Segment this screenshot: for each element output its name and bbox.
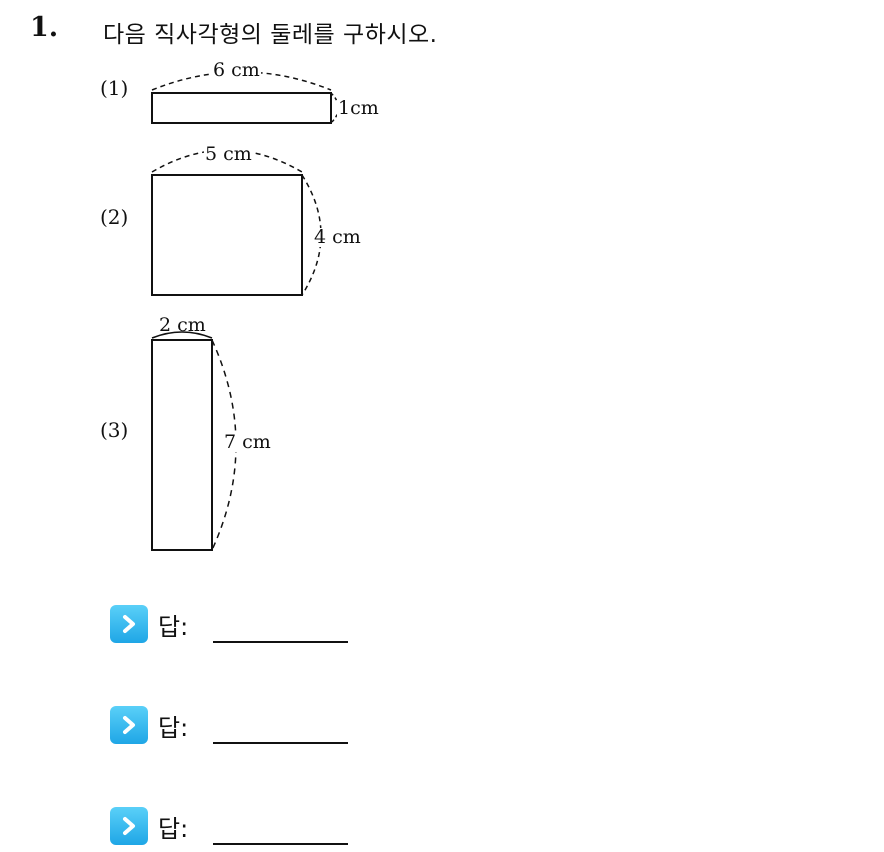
answer-blank[interactable] — [213, 843, 348, 845]
problem-1-width-label: 6 cm — [212, 59, 261, 81]
rectangle-3-width-arc — [151, 331, 213, 339]
problem-2-width-label: 5 cm — [204, 143, 253, 165]
rectangle-3-height-arc — [211, 339, 237, 551]
answer-blank[interactable] — [213, 742, 348, 744]
answer-blank[interactable] — [213, 641, 348, 643]
answer-label: 답: — [158, 714, 189, 742]
problem-2-height-label: 4 cm — [313, 226, 362, 248]
problem-1-label: (1) — [100, 76, 129, 100]
rectangle-1-height-arc — [330, 92, 340, 124]
chevron-right-icon — [110, 807, 148, 845]
answer-label: 답: — [158, 613, 189, 641]
problem-1-height-label: 1cm — [337, 97, 380, 119]
chevron-right-icon — [110, 706, 148, 744]
question-text: 다음 직사각형의 둘레를 구하시오. — [103, 22, 438, 48]
answer-label: 답: — [158, 815, 189, 843]
chevron-right-icon — [110, 605, 148, 643]
problem-3-label: (3) — [100, 418, 129, 442]
rectangle-2 — [151, 174, 303, 296]
rectangle-1 — [151, 92, 332, 124]
question-number: 1. — [30, 12, 59, 43]
problem-2-label: (2) — [100, 205, 129, 229]
problem-3-width-label: 2 cm — [159, 314, 206, 336]
problem-3-height-label: 7 cm — [223, 431, 272, 453]
rectangle-3 — [151, 339, 213, 551]
rectangle-2-width-arc — [151, 149, 303, 173]
